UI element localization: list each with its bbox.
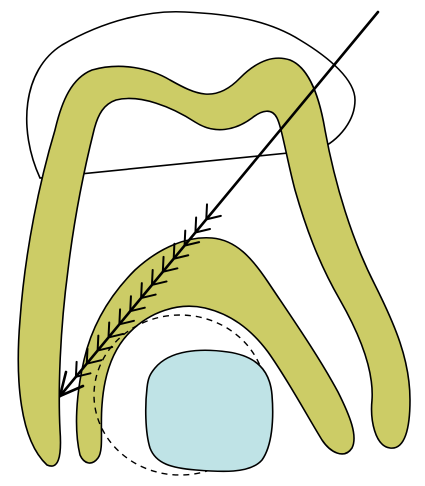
arrow-barb: [76, 362, 77, 377]
arrow-barb: [206, 204, 207, 219]
arrow-barb: [98, 336, 99, 351]
arrow-barb: [195, 217, 196, 232]
arrow-barb: [174, 244, 175, 259]
rounded-square-tissue: [146, 350, 273, 471]
arrow-barb: [163, 257, 164, 272]
arrow-barb: [108, 322, 109, 337]
arrow-barb: [119, 309, 120, 324]
arrow-barb: [185, 231, 186, 246]
arrow-barb: [152, 270, 153, 285]
arrow-barb: [141, 283, 142, 298]
arrow-barb: [130, 296, 131, 311]
arrow-barb: [87, 349, 88, 364]
